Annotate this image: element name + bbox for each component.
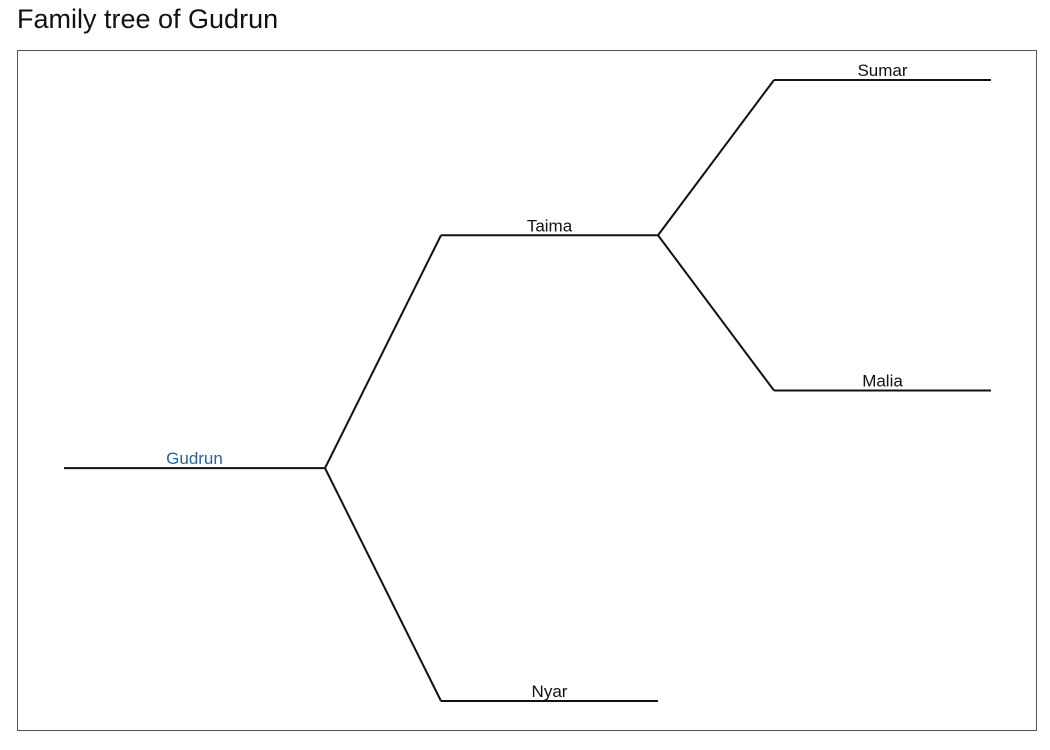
- connector-taima-malia: [657, 234, 775, 392]
- page-title: Family tree of Gudrun: [17, 4, 279, 34]
- connector-gudrun-taima: [324, 234, 442, 469]
- person-label-taima: Taima: [527, 216, 573, 235]
- connector-taima-sumar: [657, 79, 775, 236]
- person-label-gudrun: Gudrun: [166, 449, 223, 468]
- person-label-sumar: Sumar: [857, 61, 907, 80]
- connector-gudrun-nyar: [324, 467, 442, 702]
- tree-frame: [17, 50, 1037, 731]
- person-label-nyar: Nyar: [532, 682, 568, 701]
- person-label-malia: Malia: [862, 372, 903, 391]
